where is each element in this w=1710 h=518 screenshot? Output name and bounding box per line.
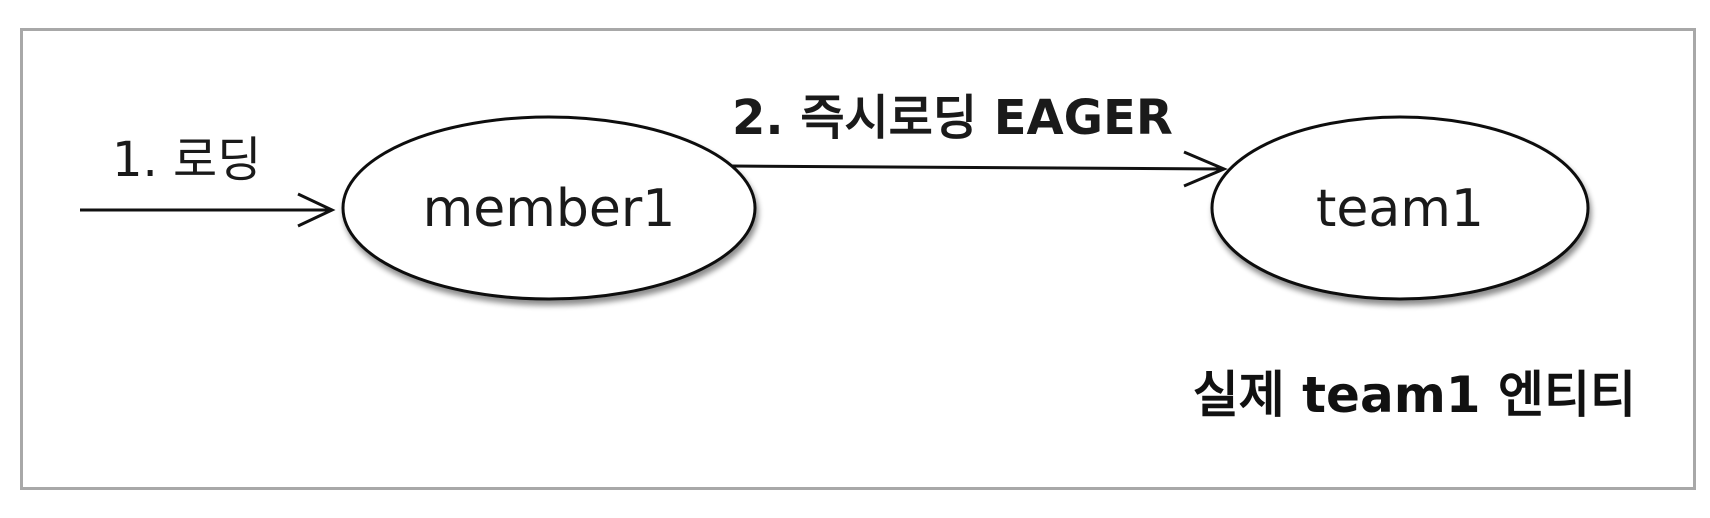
team1-node-label: team1 bbox=[1316, 179, 1484, 239]
member1-node: member1 bbox=[341, 115, 757, 301]
member1-node-label: member1 bbox=[423, 179, 676, 239]
eager-arrow bbox=[729, 150, 1228, 188]
eager-edge-label: 2. 즉시로딩 EAGER bbox=[732, 90, 1173, 146]
entry-edge-label: 1. 로딩 bbox=[112, 132, 261, 188]
team1-node: team1 bbox=[1210, 115, 1590, 301]
entity-caption: 실제 team1 엔티티 bbox=[1193, 366, 1636, 424]
entry-arrow bbox=[80, 192, 336, 228]
